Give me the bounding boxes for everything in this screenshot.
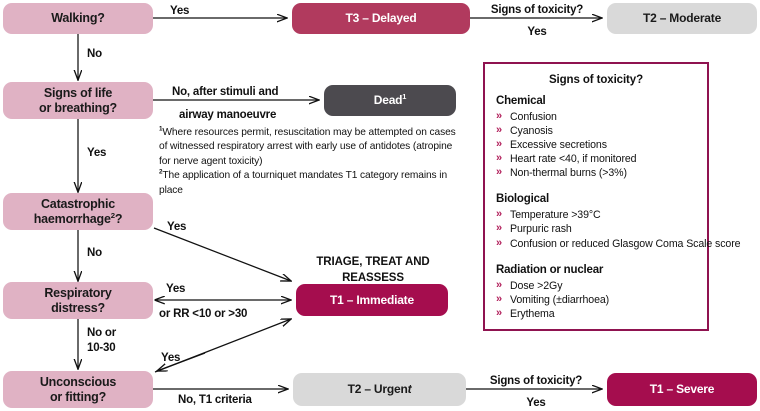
panel-title: Signs of toxicity? [548, 74, 644, 86]
footnote-2: 2The application of a tourniquet mandate… [159, 169, 448, 196]
node-t1-immediate[interactable]: T1 – Immediate [296, 284, 448, 316]
node-signs-of-life-line1: Signs of life [43, 85, 113, 100]
edge-label-unconscious-no: No, T1 criteria [178, 394, 252, 406]
footnotes: 1Where resources permit, resuscitation m… [159, 126, 464, 198]
node-t1-severe[interactable]: T1 – Severe [607, 373, 757, 406]
node-catastrophic-line2: haemorrhage2? [33, 210, 123, 226]
toxicity-item-list: »Temperature >39°C »Purpuric rash »Confu… [496, 208, 741, 250]
edge-catastrophic-to-t1 [153, 227, 291, 281]
node-unconscious-line1: Unconscious [39, 374, 117, 389]
node-t2-moderate[interactable]: T2 – Moderate [607, 3, 757, 34]
caption-line2: REASSESS [342, 271, 404, 284]
list-item: »Confusion or reduced Glasgow Coma Scale… [496, 236, 741, 250]
node-unconscious-or-fitting[interactable]: Unconscious or fitting? [3, 371, 153, 408]
edge-label-signsoflife-yes: Yes [87, 147, 107, 159]
list-item: »Purpuric rash [496, 222, 572, 236]
edge-label-unconscious-yes: Yes [161, 352, 181, 364]
edge-label-walking-yes: Yes [170, 5, 190, 17]
node-catastrophic-line1: Catastrophic [40, 196, 115, 211]
group-heading: Chemical [496, 95, 546, 107]
list-item: »Heart rate <40, if monitored [496, 152, 637, 166]
panel-body: Chemical »Confusion »Cyanosis »Excessive… [485, 95, 741, 327]
edge-label-t3-toxicity-question: Signs of toxicity? [490, 4, 584, 16]
node-walking[interactable]: Walking? [3, 3, 153, 34]
chevron-double-right-icon: » [496, 166, 503, 179]
list-item: »Confusion [496, 110, 557, 123]
chevron-double-right-icon: » [496, 138, 503, 151]
node-t2-moderate-label: T2 – Moderate [642, 11, 722, 26]
node-respiratory-line1: Respiratory [44, 285, 112, 300]
list-item: »Cyanosis [496, 124, 553, 138]
list-item: »Vomiting (±diarrhoea) [496, 292, 610, 306]
node-t1-severe-label: T1 – Severe [649, 382, 715, 397]
node-signs-of-life[interactable]: Signs of life or breathing? [3, 82, 153, 119]
node-dead-label: Dead1 [373, 92, 407, 108]
footnote-ref-2: 2 [110, 210, 115, 220]
node-dead[interactable]: Dead1 [324, 85, 456, 116]
edge-label-respiratory-yes: Yes [166, 283, 186, 295]
footnote-1: 1Where resources permit, resuscitation m… [159, 125, 456, 167]
node-walking-label: Walking? [51, 11, 105, 26]
edge-label-signsoflife-no-line1: No, after stimuli and [172, 86, 279, 98]
node-t1-immediate-label: T1 – Immediate [330, 292, 414, 307]
toxicity-item-list: »Confusion »Cyanosis »Excessive secretio… [496, 110, 698, 180]
signs-of-toxicity-panel: Signs of toxicity? Chemical »Confusion »… [483, 62, 741, 331]
triage-treat-reassess-caption: TRIAGE, TREAT AND REASSESS [302, 255, 444, 286]
edge-label-t2-toxicity-question: Signs of toxicity? [489, 375, 583, 387]
node-respiratory-distress[interactable]: Respiratory distress? [3, 282, 153, 319]
edge-label-catastrophic-yes: Yes [167, 221, 187, 233]
group-heading: Biological [496, 193, 549, 206]
list-item: »Dose >2Gy [496, 278, 563, 292]
node-unconscious-line2: or fitting? [49, 389, 107, 404]
edge-label-catastrophic-no: No [87, 247, 102, 259]
node-t2-urgent[interactable]: T2 – Urgent [293, 373, 466, 406]
caption-line1: TRIAGE, TREAT AND [316, 256, 430, 268]
toxicity-item-list: »Dose >2Gy »Vomiting (±diarrhoea) »Eryth… [496, 279, 698, 321]
edge-label-respiratory-no-line1: No or [87, 327, 117, 339]
node-t2-urgent-label: T2 – Urgent [347, 382, 412, 397]
chevron-double-right-icon: » [496, 152, 503, 165]
toxicity-group-biological: Biological »Temperature >39°C »Purpuric … [496, 193, 741, 250]
edge-label-walking-no: No [87, 48, 102, 60]
chevron-double-right-icon: » [496, 278, 503, 291]
chevron-double-right-icon: » [496, 208, 503, 221]
edge-label-respiratory-rr: or RR <10 or >30 [159, 308, 248, 320]
list-item: »Excessive secretions [496, 138, 607, 152]
list-item: »Non-thermal burns (>3%) [496, 166, 627, 180]
node-t3-delayed[interactable]: T3 – Delayed [292, 3, 470, 34]
node-signs-of-life-line2: or breathing? [39, 100, 117, 115]
node-catastrophic-haemorrhage[interactable]: Catastrophic haemorrhage2? [3, 193, 153, 230]
chevron-double-right-icon: » [496, 124, 503, 137]
chevron-double-right-icon: » [496, 292, 503, 305]
node-respiratory-line2: distress? [51, 300, 105, 315]
edge-label-signsoflife-no-line2: airway manoeuvre [179, 109, 277, 121]
chevron-double-right-icon: » [496, 222, 503, 235]
toxicity-group-radiation: Radiation or nuclear »Dose >2Gy »Vomitin… [496, 264, 698, 321]
group-heading: Radiation or nuclear [496, 263, 604, 276]
toxicity-group-chemical: Chemical »Confusion »Cyanosis »Excessive… [496, 95, 698, 180]
list-item: »Erythema [496, 306, 555, 320]
chevron-double-right-icon: » [496, 306, 503, 319]
edge-label-t3-toxicity-yes: Yes [527, 26, 547, 38]
chevron-double-right-icon: » [496, 236, 503, 249]
list-item: »Temperature >39°C [496, 208, 601, 222]
chevron-double-right-icon: » [496, 110, 503, 122]
footnote-ref-1: 1 [402, 92, 407, 102]
edge-label-respiratory-no-line2: 10-30 [87, 342, 116, 354]
node-t3-delayed-label: T3 – Delayed [345, 11, 417, 26]
edge-label-t2-toxicity-yes: Yes [526, 397, 546, 409]
